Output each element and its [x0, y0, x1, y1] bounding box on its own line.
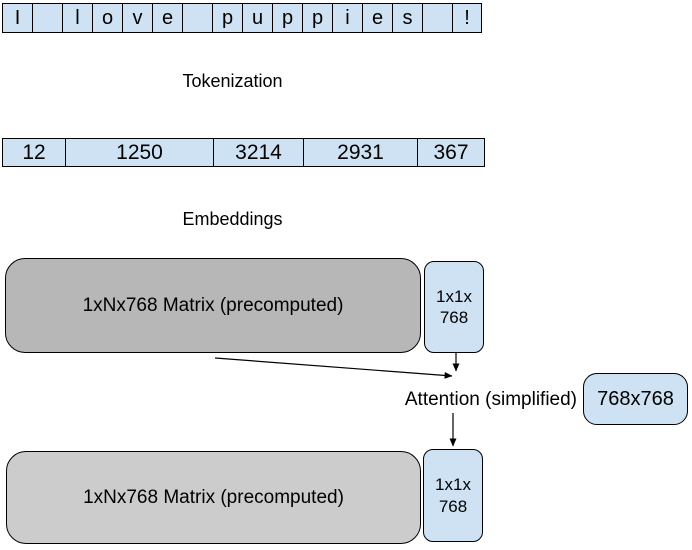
- tokenization-label: Tokenization: [182, 71, 283, 91]
- embedding-matrix-top: 1xNx768 Matrix (precomputed): [5, 258, 421, 353]
- attention-weights-label: 768x768: [597, 387, 674, 410]
- embedding-vector-top: 1x1x 768: [424, 261, 484, 353]
- embedding-matrix-top-label: 1xNx768 Matrix (precomputed): [82, 294, 344, 316]
- token-cell: 12: [2, 138, 65, 167]
- token-cell: 3214: [213, 138, 303, 167]
- char-cell: !: [452, 3, 482, 33]
- char-cell: i: [332, 3, 362, 33]
- arrow-matrix-to-attention: [214, 357, 453, 379]
- token-cell: 1250: [65, 138, 213, 167]
- char-cell: [182, 3, 212, 33]
- char-cell: v: [122, 3, 152, 33]
- embedding-matrix-bottom-label: 1xNx768 Matrix (precomputed): [83, 486, 344, 508]
- char-cell: [422, 3, 452, 33]
- token-cell: 367: [417, 138, 485, 167]
- vector-bottom-line1: 1x1x: [435, 475, 471, 495]
- vector-bottom-line2: 768: [438, 496, 468, 516]
- char-cell: p: [302, 3, 332, 33]
- char-cell: e: [152, 3, 182, 33]
- char-cell: p: [212, 3, 242, 33]
- char-cell: l: [62, 3, 92, 33]
- vector-top-line2: 768: [439, 308, 469, 327]
- char-cell: p: [272, 3, 302, 33]
- attention-label: Attention (simplified): [404, 389, 577, 410]
- char-cell: [32, 3, 62, 33]
- embedding-matrix-bottom: 1xNx768 Matrix (precomputed): [6, 451, 421, 544]
- embeddings-label: Embeddings: [182, 209, 283, 229]
- token-cell: 2931: [303, 138, 417, 167]
- char-cell: s: [392, 3, 422, 33]
- character-row: I l o v e p u p p i e s !: [2, 3, 482, 33]
- char-cell: I: [2, 3, 32, 33]
- vector-top-line1: 1x1x: [436, 286, 472, 306]
- embedding-vector-bottom: 1x1x 768: [423, 449, 483, 542]
- attention-weights-box: 768x768: [583, 373, 688, 425]
- char-cell: u: [242, 3, 272, 33]
- char-cell: e: [362, 3, 392, 33]
- char-cell: o: [92, 3, 122, 33]
- token-id-row: 12 1250 3214 2931 367: [2, 138, 485, 167]
